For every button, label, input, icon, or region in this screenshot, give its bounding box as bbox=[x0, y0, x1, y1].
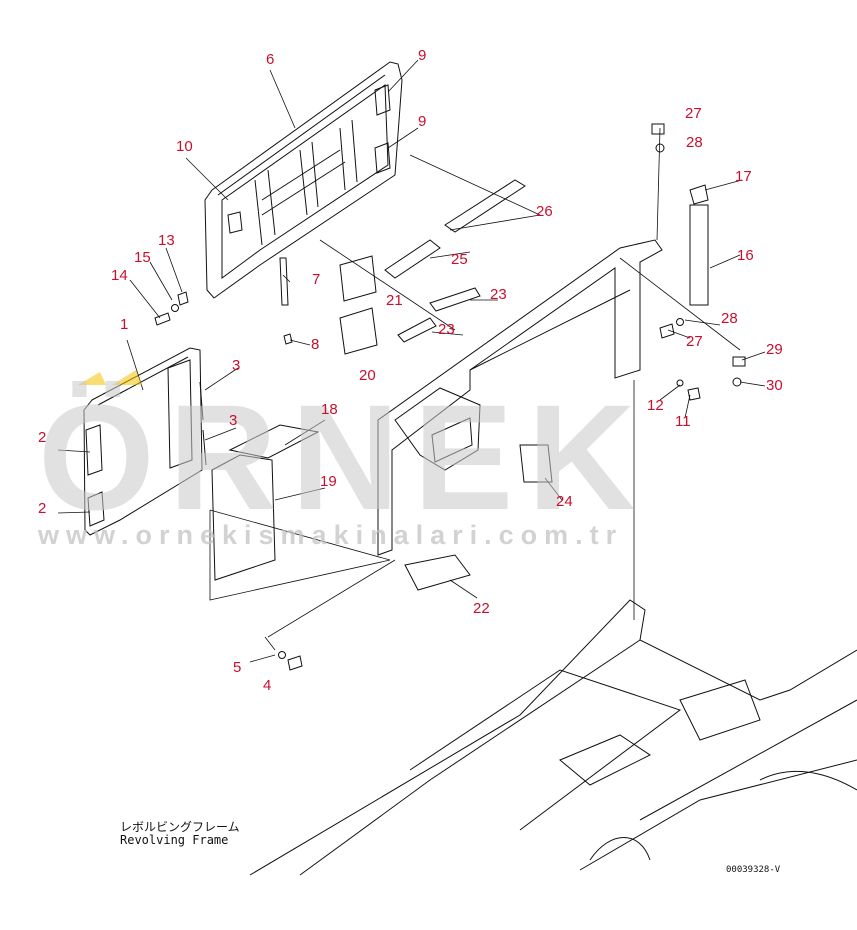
revolving-frame bbox=[249, 599, 857, 876]
callout-12: 12 bbox=[647, 397, 664, 414]
fasteners bbox=[154, 123, 746, 671]
watermark-brand: ÖRNEK bbox=[38, 373, 650, 541]
callout-30: 30 bbox=[766, 377, 783, 394]
callout-5: 5 bbox=[233, 659, 242, 676]
callout-3: 3 bbox=[232, 357, 241, 374]
callout-2: 2 bbox=[38, 500, 47, 517]
side-door-panel bbox=[83, 347, 207, 536]
frame-label-english: Revolving Frame bbox=[120, 833, 229, 847]
callout-16: 16 bbox=[737, 247, 754, 264]
callout-19: 19 bbox=[320, 473, 337, 490]
callout-23: 23 bbox=[438, 321, 455, 338]
radiator-frame bbox=[377, 239, 663, 591]
callout-18: 18 bbox=[321, 401, 338, 418]
leader-lines bbox=[57, 59, 766, 663]
callout-29: 29 bbox=[766, 341, 783, 358]
callout-13: 13 bbox=[158, 232, 175, 249]
callout-25: 25 bbox=[451, 251, 468, 268]
callout-10: 10 bbox=[176, 138, 193, 155]
foam-pads bbox=[279, 179, 709, 355]
frame-label-japanese: レボルビングフレーム bbox=[120, 820, 240, 834]
callout-21: 21 bbox=[386, 292, 403, 309]
callout-9: 9 bbox=[418, 113, 427, 130]
callout-27: 27 bbox=[686, 333, 703, 350]
callout-6: 6 bbox=[266, 51, 275, 68]
watermark-url: www.ornekismakinalari.com.tr bbox=[38, 520, 624, 550]
callout-14: 14 bbox=[111, 267, 128, 284]
callout-1: 1 bbox=[120, 316, 129, 333]
callout-26: 26 bbox=[536, 203, 553, 220]
callout-9: 9 bbox=[418, 47, 427, 64]
callout-24: 24 bbox=[556, 493, 573, 510]
callout-20: 20 bbox=[359, 367, 376, 384]
callout-28: 28 bbox=[721, 310, 738, 327]
callout-28: 28 bbox=[686, 134, 703, 151]
upper-door-panel bbox=[204, 61, 403, 299]
insulation-pads bbox=[211, 424, 320, 581]
callout-22: 22 bbox=[473, 600, 490, 617]
callout-15: 15 bbox=[134, 249, 151, 266]
callout-7: 7 bbox=[312, 271, 321, 288]
callout-2: 2 bbox=[38, 429, 47, 446]
watermark-accent-icon bbox=[78, 370, 142, 385]
document-code: 00039328-V bbox=[726, 865, 781, 875]
callout-3: 3 bbox=[229, 412, 238, 429]
callout-23: 23 bbox=[490, 286, 507, 303]
callout-11: 11 bbox=[675, 413, 691, 430]
callout-27: 27 bbox=[685, 105, 702, 122]
callout-17: 17 bbox=[735, 168, 752, 185]
callout-4: 4 bbox=[263, 677, 272, 694]
callout-8: 8 bbox=[311, 336, 320, 353]
